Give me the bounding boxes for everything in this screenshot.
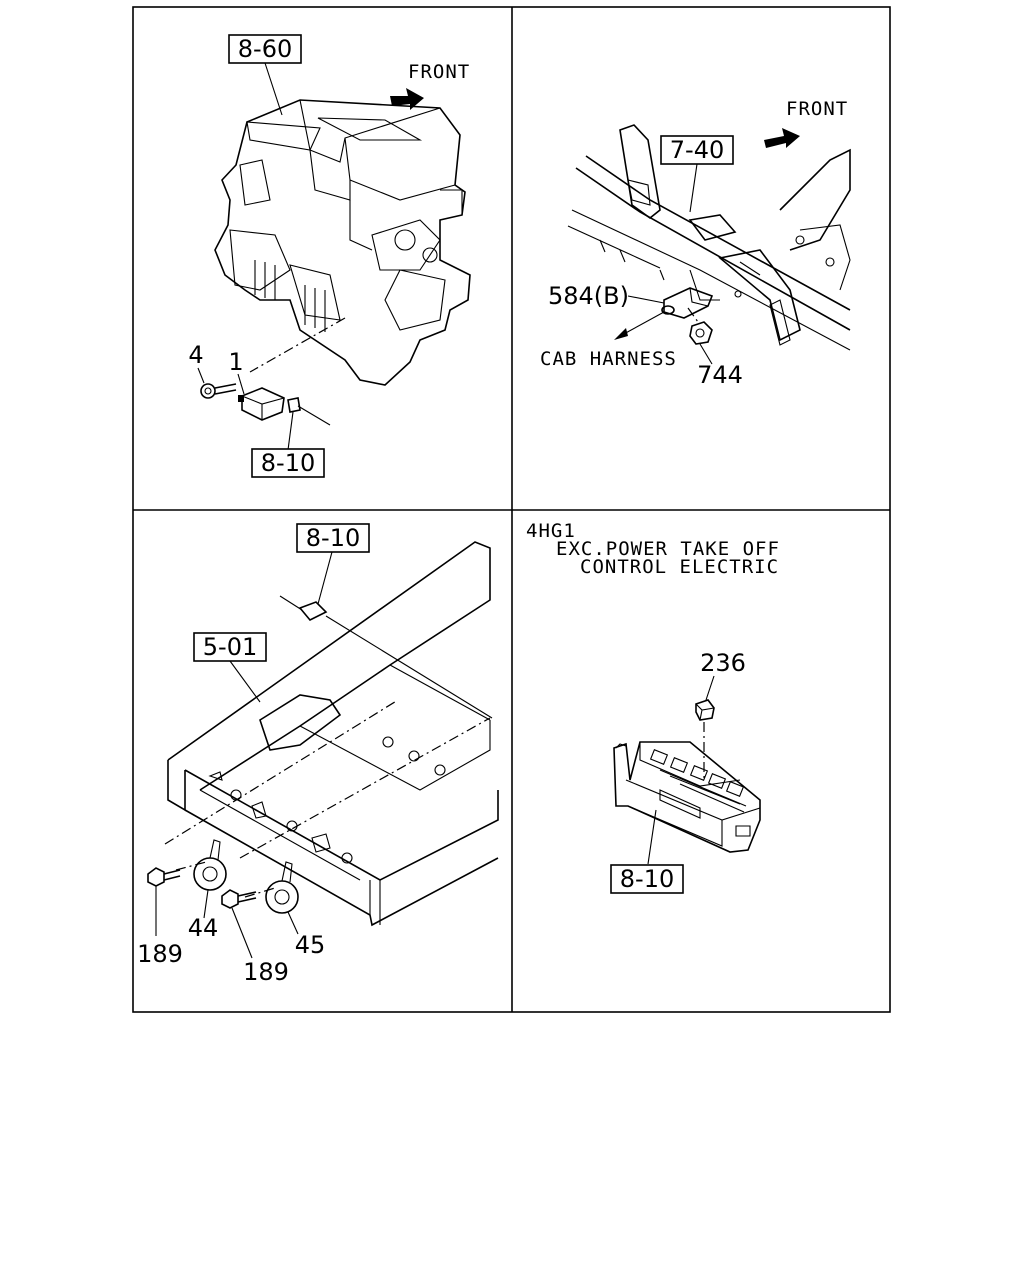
nut-icon xyxy=(689,321,713,345)
horn-45[interactable] xyxy=(265,861,299,914)
ref-box-7-40-label: 7-40 xyxy=(670,136,724,164)
ref-box-8-10-bottom-left-label: 8-10 xyxy=(306,524,360,552)
ref-box-5-01-label: 5-01 xyxy=(203,633,257,661)
part-189-label-b[interactable]: 189 xyxy=(243,958,289,986)
part-584-label[interactable]: 584(B) xyxy=(548,282,629,310)
panel-top-left: 8-60 FRONT 1 xyxy=(188,34,471,478)
part-236-label[interactable]: 236 xyxy=(700,649,746,677)
cab-frame xyxy=(567,124,851,351)
ref-box-5-01[interactable] xyxy=(193,632,267,662)
part-744-label[interactable]: 744 xyxy=(697,361,743,389)
heater-unit xyxy=(214,99,471,386)
panel-top-right: FRONT 7-40 xyxy=(540,98,851,389)
panel-bottom-right: 4HG1 EXC.POWER TAKE OFF CONTROL ELECTRIC… xyxy=(526,520,780,894)
harness-connector[interactable] xyxy=(661,287,714,319)
ref-box-8-60[interactable] xyxy=(228,34,302,64)
ref-box-8-10-top-left-label: 8-10 xyxy=(261,449,315,477)
part-1-label[interactable]: 1 xyxy=(228,348,243,376)
ref-box-8-10-top-left[interactable] xyxy=(251,448,325,478)
connector xyxy=(287,397,301,413)
bolt-icon-2 xyxy=(147,867,181,887)
part-44-label[interactable]: 44 xyxy=(188,914,219,942)
ref-box-7-40[interactable] xyxy=(660,135,734,165)
front-arrow-icon xyxy=(390,88,424,110)
part-189-label-a[interactable]: 189 xyxy=(137,940,183,968)
condition-line-1: EXC.POWER TAKE OFF xyxy=(556,538,780,560)
front-label: FRONT xyxy=(408,61,470,83)
bolt-icon xyxy=(200,383,237,399)
condition-line-2: CONTROL ELECTRIC xyxy=(580,556,779,578)
horn-44[interactable] xyxy=(193,839,227,891)
ref-box-8-60-label: 8-60 xyxy=(238,35,292,63)
relay-box[interactable] xyxy=(613,741,761,853)
relay-236[interactable] xyxy=(695,699,715,721)
front-label-2: FRONT xyxy=(786,98,848,120)
ref-box-8-10-bottom-right[interactable] xyxy=(610,864,684,894)
part-45-label[interactable]: 45 xyxy=(295,931,326,959)
bolt-icon-3 xyxy=(221,889,257,909)
ref-box-8-10-bottom-left[interactable] xyxy=(296,523,370,553)
front-arrow-icon-2 xyxy=(764,128,800,148)
connector-2 xyxy=(298,601,328,621)
ref-box-8-10-bottom-right-label: 8-10 xyxy=(620,865,674,893)
chassis-frame xyxy=(167,541,499,927)
cab-harness-label: CAB HARNESS xyxy=(540,348,677,370)
part-4-label[interactable]: 4 xyxy=(188,341,203,369)
relay-module[interactable] xyxy=(238,387,285,421)
engine-label: 4HG1 xyxy=(526,520,576,542)
panel-bottom-left: 8-10 5-01 xyxy=(137,523,499,986)
